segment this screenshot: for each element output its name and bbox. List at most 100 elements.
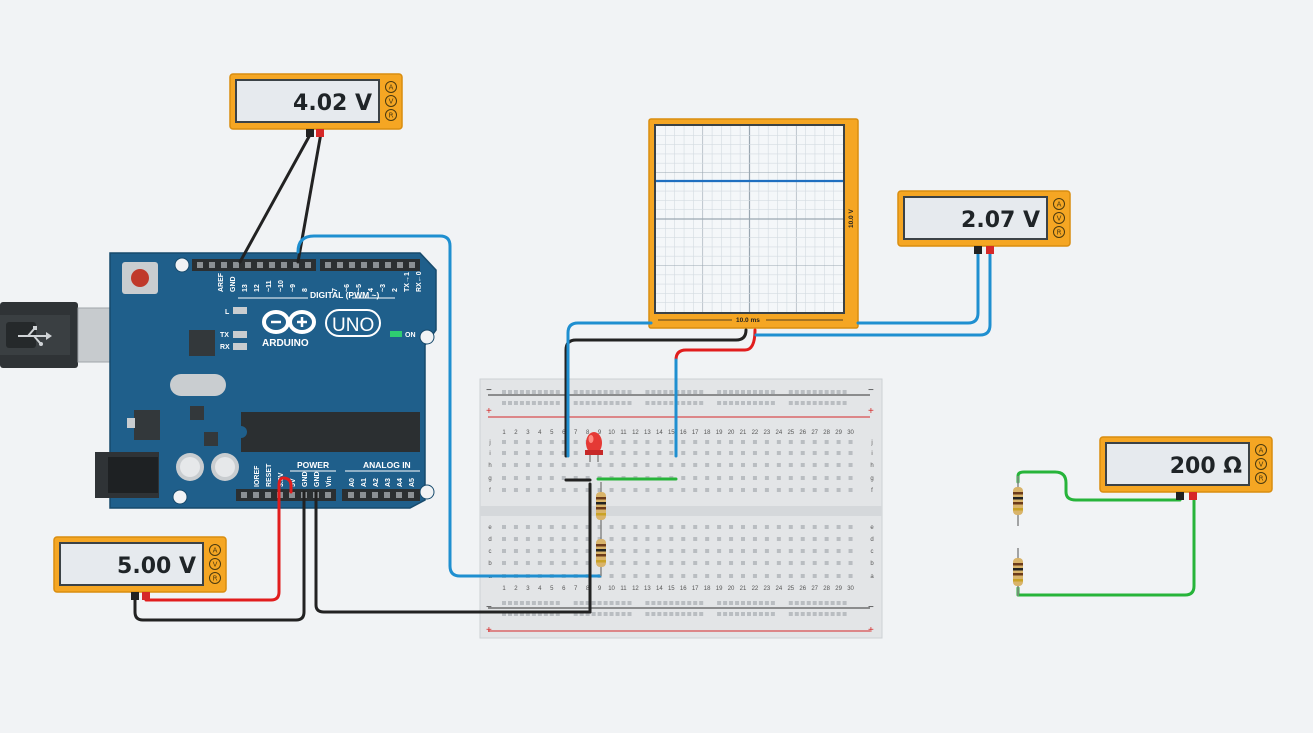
bb-hole[interactable] bbox=[669, 440, 674, 444]
rail-hole[interactable] bbox=[591, 401, 596, 405]
rail-hole[interactable] bbox=[794, 401, 799, 405]
header-pin[interactable] bbox=[397, 262, 403, 268]
bb-hole[interactable] bbox=[836, 488, 841, 492]
bb-hole[interactable] bbox=[573, 476, 578, 480]
bb-hole[interactable] bbox=[729, 488, 734, 492]
header-pin[interactable] bbox=[349, 262, 355, 268]
rail-hole[interactable] bbox=[830, 612, 835, 616]
rail-hole[interactable] bbox=[621, 390, 626, 394]
reset-button[interactable] bbox=[122, 262, 158, 294]
rail-hole[interactable] bbox=[681, 601, 686, 605]
bb-hole[interactable] bbox=[645, 537, 650, 541]
rail-hole[interactable] bbox=[508, 401, 512, 405]
bb-hole[interactable] bbox=[693, 440, 698, 444]
rail-hole[interactable] bbox=[519, 401, 524, 405]
bb-hole[interactable] bbox=[621, 525, 626, 529]
bb-hole[interactable] bbox=[705, 451, 710, 455]
bb-hole[interactable] bbox=[705, 488, 710, 492]
bb-hole[interactable] bbox=[717, 549, 722, 553]
bb-hole[interactable] bbox=[705, 549, 710, 553]
bb-hole[interactable] bbox=[657, 451, 662, 455]
rail-hole[interactable] bbox=[603, 390, 608, 394]
breadboard-holes[interactable] bbox=[502, 390, 853, 616]
rail-hole[interactable] bbox=[735, 390, 740, 394]
bb-hole[interactable] bbox=[764, 525, 769, 529]
rail-hole[interactable] bbox=[741, 401, 745, 405]
wire-ohm-green-b[interactable] bbox=[1016, 494, 1196, 597]
bb-hole[interactable] bbox=[669, 463, 674, 467]
rail-hole[interactable] bbox=[669, 390, 674, 394]
header-pin[interactable] bbox=[281, 262, 287, 268]
bb-hole[interactable] bbox=[633, 549, 638, 553]
rail-hole[interactable] bbox=[818, 601, 823, 605]
bb-hole[interactable] bbox=[824, 574, 829, 578]
bb-hole[interactable] bbox=[561, 476, 566, 480]
bb-hole[interactable] bbox=[585, 463, 590, 467]
bb-hole[interactable] bbox=[741, 451, 745, 455]
bb-hole[interactable] bbox=[585, 525, 590, 529]
header-pin[interactable] bbox=[348, 492, 354, 498]
bb-hole[interactable] bbox=[705, 463, 710, 467]
rail-hole[interactable] bbox=[537, 401, 542, 405]
rail-hole[interactable] bbox=[687, 401, 692, 405]
bb-hole[interactable] bbox=[800, 561, 805, 565]
bb-hole[interactable] bbox=[502, 549, 506, 553]
rail-hole[interactable] bbox=[675, 601, 680, 605]
power-pins[interactable] bbox=[241, 492, 414, 498]
rail-hole[interactable] bbox=[627, 612, 632, 616]
bb-hole[interactable] bbox=[836, 561, 841, 565]
bb-hole[interactable] bbox=[729, 463, 734, 467]
rail-hole[interactable] bbox=[794, 612, 799, 616]
wire-osc-blue-left[interactable] bbox=[566, 321, 653, 458]
bb-hole[interactable] bbox=[788, 561, 793, 565]
multimeter-bottom[interactable]: 5.00 V AVR bbox=[53, 536, 227, 600]
rail-hole[interactable] bbox=[621, 601, 626, 605]
bb-hole[interactable] bbox=[645, 574, 650, 578]
header-pin[interactable] bbox=[361, 262, 367, 268]
bb-hole[interactable] bbox=[525, 561, 530, 565]
bb-hole[interactable] bbox=[836, 440, 841, 444]
rail-hole[interactable] bbox=[502, 612, 506, 616]
rail-hole[interactable] bbox=[573, 401, 578, 405]
bb-hole[interactable] bbox=[800, 525, 805, 529]
rail-hole[interactable] bbox=[747, 612, 751, 616]
rail-hole[interactable] bbox=[717, 401, 722, 405]
bb-hole[interactable] bbox=[633, 537, 638, 541]
bb-hole[interactable] bbox=[788, 440, 793, 444]
bb-hole[interactable] bbox=[681, 476, 686, 480]
bb-hole[interactable] bbox=[549, 463, 554, 467]
rail-hole[interactable] bbox=[627, 390, 632, 394]
mode-buttons[interactable]: AVR bbox=[385, 81, 397, 121]
wire-gnd-rail[interactable] bbox=[314, 490, 592, 614]
header-pin[interactable] bbox=[360, 492, 366, 498]
rail-hole[interactable] bbox=[788, 390, 793, 394]
bb-hole[interactable] bbox=[729, 561, 734, 565]
bb-hole[interactable] bbox=[537, 525, 542, 529]
rail-hole[interactable] bbox=[543, 612, 548, 616]
bb-hole[interactable] bbox=[513, 476, 518, 480]
rail-hole[interactable] bbox=[657, 601, 662, 605]
bb-hole[interactable] bbox=[812, 537, 817, 541]
bb-hole[interactable] bbox=[812, 463, 817, 467]
bb-hole[interactable] bbox=[741, 574, 745, 578]
bb-hole[interactable] bbox=[573, 525, 578, 529]
rail-hole[interactable] bbox=[836, 401, 841, 405]
rail-hole[interactable] bbox=[752, 612, 757, 616]
mode-r-button[interactable] bbox=[1053, 226, 1065, 238]
bb-hole[interactable] bbox=[645, 488, 650, 492]
bb-hole[interactable] bbox=[788, 476, 793, 480]
breadboard[interactable]: − + − + − + − + 112233445566778899101011… bbox=[479, 378, 883, 639]
header-pin[interactable] bbox=[221, 262, 227, 268]
header-pin[interactable] bbox=[373, 262, 379, 268]
bb-hole[interactable] bbox=[824, 488, 829, 492]
bb-hole[interactable] bbox=[824, 476, 829, 480]
bb-hole[interactable] bbox=[741, 488, 745, 492]
rail-hole[interactable] bbox=[764, 390, 769, 394]
bb-hole[interactable] bbox=[621, 463, 626, 467]
rail-hole[interactable] bbox=[573, 612, 578, 616]
rail-hole[interactable] bbox=[645, 601, 650, 605]
bb-hole[interactable] bbox=[741, 561, 745, 565]
bb-hole[interactable] bbox=[597, 488, 602, 492]
rail-hole[interactable] bbox=[812, 401, 817, 405]
rail-hole[interactable] bbox=[717, 612, 722, 616]
